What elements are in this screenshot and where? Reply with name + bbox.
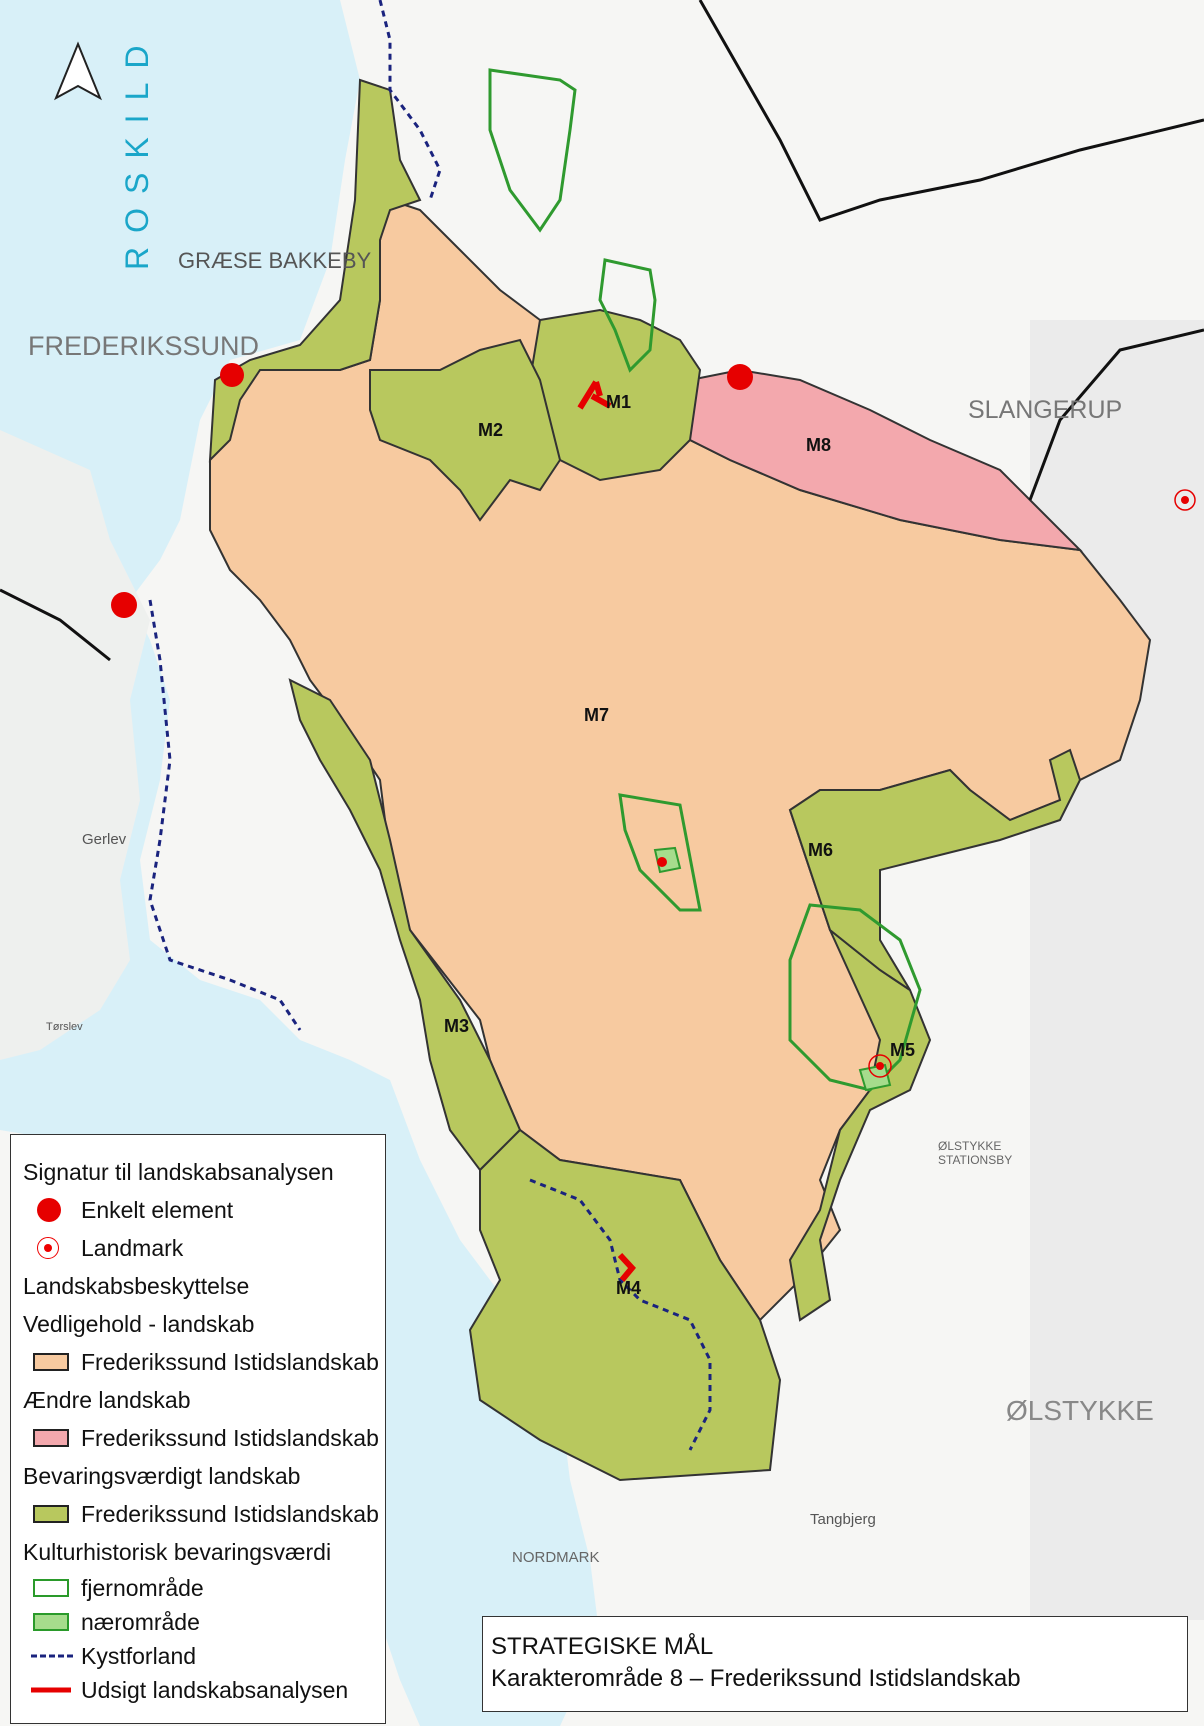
- legend-beskyttelse-heading: Landskabsbeskyttelse: [23, 1273, 250, 1299]
- enkelt-element-frederikssund[interactable]: [220, 363, 244, 387]
- label-slangerup: SLANGERUP: [968, 396, 1122, 424]
- bevaring-swatch: [33, 1505, 69, 1523]
- north-arrow-icon: [54, 41, 102, 101]
- landmark-east[interactable]: [1174, 489, 1196, 511]
- area-m5[interactable]: [788, 929, 932, 1322]
- map-legend: Signatur til landskabsanalysen Enkelt el…: [10, 1134, 386, 1724]
- municipality-boundary: [698, 0, 1204, 222]
- legend-label-bevaring: Frederikssund Istidslandskab: [81, 1501, 379, 1527]
- area-label-m6: M6: [808, 840, 833, 860]
- area-label-m4: M4: [616, 1278, 641, 1298]
- west-shore-land: [0, 430, 150, 1060]
- kystforland-line-icon: [31, 1654, 73, 1658]
- label-frederikssund: FREDERIKSSUND: [28, 331, 259, 361]
- kystforland-line-m4: [529, 1178, 712, 1451]
- map-title-box: STRATEGISKE MÅL Karakterområde 8 – Frede…: [482, 1616, 1188, 1712]
- vedligehold-swatch: [33, 1353, 69, 1371]
- naeromraade-swatch: [33, 1613, 69, 1631]
- legend-row-aendre: Frederikssund Istidslandskab: [21, 1419, 385, 1457]
- legend-row-kystforland: Kystforland: [21, 1639, 385, 1673]
- area-label-m3: M3: [444, 1016, 469, 1036]
- legend-row-fjernomraade: fjernområde: [21, 1571, 385, 1605]
- legend-label-aendre: Frederikssund Istidslandskab: [81, 1425, 379, 1451]
- legend-label-landmark: Landmark: [81, 1235, 184, 1261]
- udsigt-marker-m1: [577, 380, 612, 410]
- label-gerlev: Gerlev: [82, 831, 127, 848]
- legend-kultur-heading: Kulturhistorisk bevaringsværdi: [23, 1539, 332, 1565]
- legend-label-vedligehold: Frederikssund Istidslandskab: [81, 1349, 379, 1375]
- label-graese-bakkeby: GRÆSE BAKKEBY: [178, 248, 372, 273]
- legend-row-bevaring: Frederikssund Istidslandskab: [21, 1495, 385, 1533]
- udsigt-line-icon: [31, 1687, 71, 1693]
- fjord-water: [0, 0, 600, 1726]
- legend-bevaring-heading: Bevaringsværdigt landskab: [23, 1463, 301, 1489]
- label-roskilde: ROSKILD: [119, 32, 155, 270]
- kystforland-line-north: [378, 0, 442, 201]
- area-label-m1: M1: [606, 392, 631, 412]
- landmark-icon: [37, 1237, 59, 1259]
- label-olstykke: ØLSTYKKE: [1006, 1395, 1154, 1426]
- legend-row-vedligehold: Frederikssund Istidslandskab: [21, 1343, 385, 1381]
- enkelt-element-icon: [37, 1198, 61, 1222]
- area-m4[interactable]: [468, 1128, 782, 1482]
- enkelt-element-graese[interactable]: [727, 364, 753, 390]
- area-m3[interactable]: [288, 678, 522, 1172]
- label-tangbjerg: Tangbjerg: [810, 1511, 876, 1528]
- map-subtitle: Karakterområde 8 – Frederikssund Istidsl…: [491, 1665, 1021, 1692]
- area-m8[interactable]: [689, 368, 1083, 552]
- municipality-boundary-west: [0, 588, 111, 662]
- legend-vedligehold-heading: Vedligehold - landskab: [23, 1311, 255, 1337]
- municipality-boundary-east: [1028, 328, 1204, 501]
- kulturhistorisk-fjern-north: [488, 68, 577, 233]
- legend-label-fjernomraade: fjernområde: [81, 1575, 204, 1601]
- area-label-m2: M2: [478, 420, 503, 440]
- landmark-m5[interactable]: [868, 1054, 892, 1078]
- udsigt-marker-m4: [617, 1252, 636, 1282]
- map-title: STRATEGISKE MÅL: [491, 1633, 714, 1660]
- legend-row-landmark: Landmark: [21, 1229, 385, 1267]
- kulturhistorisk-fjern-oppe-sundby: [618, 793, 702, 912]
- enkelt-element-west[interactable]: [111, 592, 137, 618]
- area-label-m8: M8: [806, 435, 831, 455]
- area-label-m7: M7: [584, 705, 609, 725]
- legend-row-enkelt-element: Enkelt element: [21, 1191, 385, 1229]
- legend-label-kystforland: Kystforland: [81, 1643, 197, 1669]
- label-torslev: Tørslev: [46, 1021, 83, 1033]
- legend-aendre-heading: Ændre landskab: [23, 1387, 191, 1413]
- legend-row-naeromraade: nærområde: [21, 1605, 385, 1639]
- legend-heading: Signatur til landskabsanalysen: [23, 1159, 334, 1185]
- kulturhistorisk-fjern-graese: [598, 258, 657, 373]
- area-m2[interactable]: [369, 338, 562, 522]
- label-nordmark: NORDMARK: [512, 1549, 600, 1566]
- legend-label-naeromraade: nærområde: [81, 1609, 200, 1635]
- area-m6[interactable]: [788, 748, 1082, 991]
- aendre-swatch: [33, 1429, 69, 1447]
- area-coastal-strip-north[interactable]: [208, 78, 422, 463]
- legend-label-udsigt: Udsigt landskabsanalysen: [81, 1677, 349, 1703]
- legend-label-enkelt-element: Enkelt element: [81, 1197, 234, 1223]
- fjernomraade-swatch: [33, 1579, 69, 1597]
- kulturhistorisk-naer-m5: [858, 1063, 892, 1092]
- legend-row-udsigt: Udsigt landskabsanalysen: [21, 1673, 385, 1707]
- kystforland-line-west: [148, 599, 302, 1031]
- landmark-oppe-sundby[interactable]: [657, 857, 667, 867]
- area-label-m5: M5: [890, 1040, 915, 1060]
